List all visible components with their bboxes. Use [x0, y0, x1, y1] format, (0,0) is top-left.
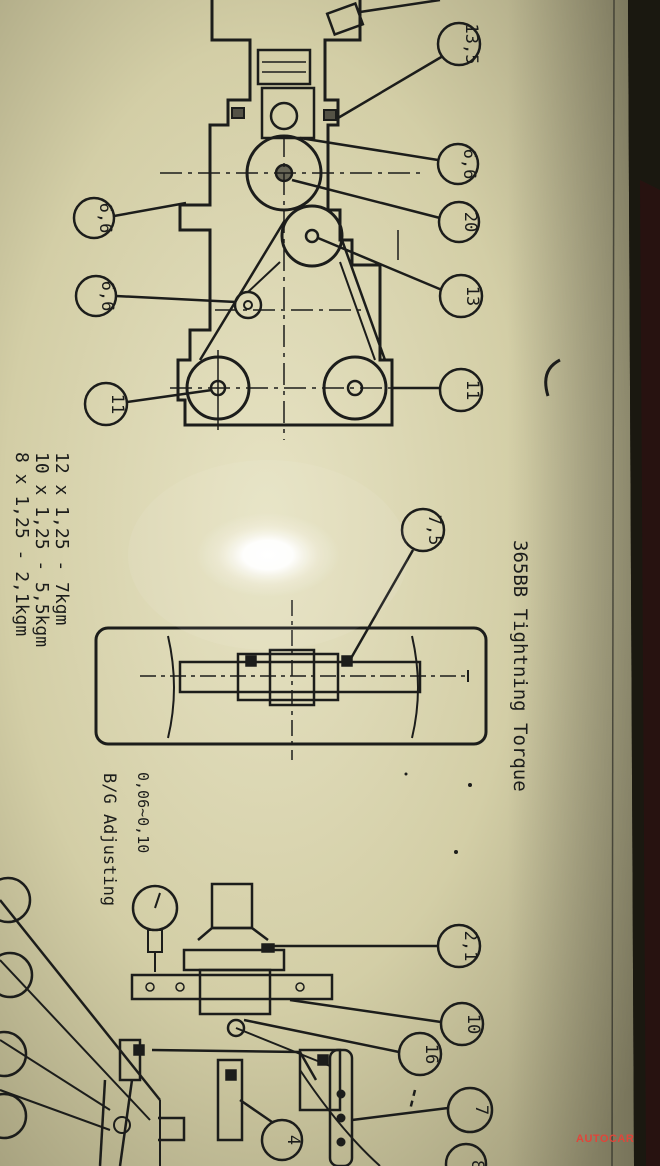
middle-assembly — [94, 600, 488, 760]
torque-row-8: 8 x 1,25 - 2,1kgm — [11, 452, 32, 636]
callout-7: 7 — [471, 1105, 491, 1115]
top-callouts — [72, 0, 484, 427]
callout-11-right: 11 — [462, 380, 482, 400]
callout-labels: 13,5 6,6 20 13 11 6,6 6,6 11 7,5 2,1 10 … — [95, 24, 491, 1166]
bottom-callouts — [0, 876, 494, 1166]
callout-6-6-left-bottom: 6,6 — [97, 281, 117, 312]
sheet-title: 365BB Tightning Torque — [509, 540, 531, 792]
callout-20: 20 — [460, 212, 480, 232]
callout-11-left: 11 — [107, 394, 127, 414]
watermark-logo: AUTOCAR — [576, 1133, 634, 1145]
callout-16: 16 — [421, 1044, 441, 1064]
top-assembly — [160, 0, 420, 440]
bottom-assembly — [0, 882, 381, 1166]
glare — [196, 513, 340, 597]
torque-row-10: 10 x 1,25 - 5,5kgm — [31, 452, 52, 647]
callout-2-1: 2,1 — [460, 931, 480, 962]
callout-13: 13 — [462, 286, 482, 306]
callout-13-5: 13,5 — [461, 24, 481, 65]
callout-10: 10 — [463, 1014, 483, 1034]
callout-7-5: 7,5 — [424, 515, 444, 546]
middle-callouts — [348, 507, 446, 661]
callout-6-6-left-top: 6,6 — [95, 203, 115, 234]
pen-mark — [544, 358, 561, 397]
torque-table: 12 x 1,25 - 7kgm 10 x 1,25 - 5,5kgm 8 x … — [11, 452, 72, 647]
callout-6-6-a: 6,6 — [459, 149, 479, 180]
callout-4: 4 — [283, 1135, 303, 1145]
bg-adjusting-label: B/G Adjusting — [99, 773, 119, 906]
callout-8: 8 — [467, 1160, 487, 1166]
bg-range: 0,06~0,10 — [134, 772, 152, 853]
torque-row-12: 12 x 1,25 - 7kgm — [51, 452, 72, 625]
